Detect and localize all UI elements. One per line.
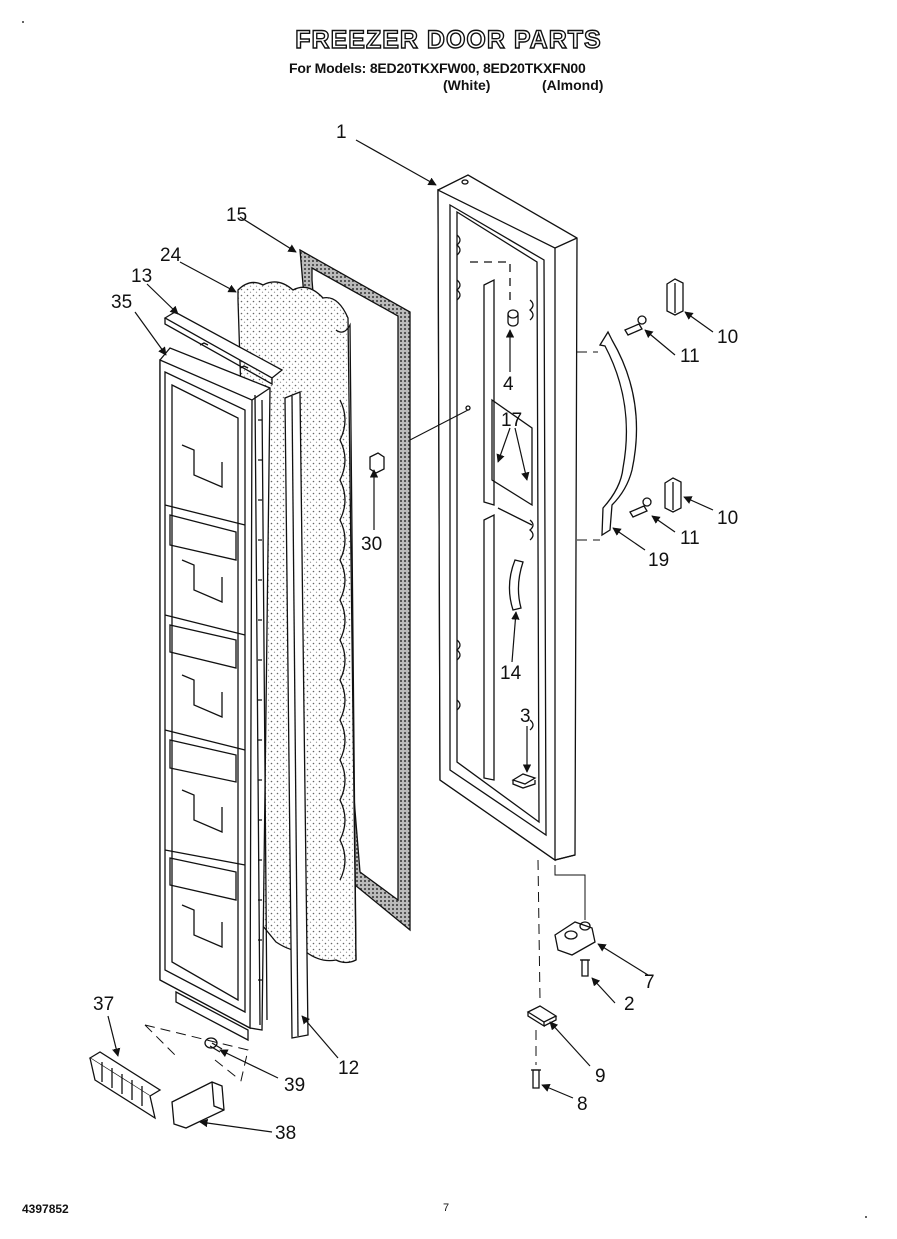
assembly-guides [144,351,600,1086]
callout-11-bottom: 11 [680,528,700,549]
variant-white-label: (White) [443,77,491,93]
bottom-grille [88,1051,162,1120]
screw-11-top [624,315,647,336]
callout-10-bottom: 10 [717,508,738,529]
callout-labels: 1 2 3 4 7 8 9 10 10 11 11 12 13 14 15 17… [93,122,738,1144]
callout-17: 17 [501,410,522,431]
callout-11-top: 11 [680,346,700,367]
callout-15: 15 [226,205,247,226]
callout-39: 39 [284,1075,305,1096]
screw-8 [531,1069,541,1089]
callout-4: 4 [503,374,514,395]
clip-30 [369,452,385,474]
leader-lines [107,139,714,1133]
bottom-cap [171,1081,225,1129]
callout-7: 7 [644,972,655,993]
outer-door-panel [437,174,578,862]
screw-2 [580,959,590,977]
callout-14: 14 [500,663,522,684]
callout-38: 38 [275,1123,296,1144]
callout-8: 8 [577,1094,588,1115]
variant-almond-label: (Almond) [542,77,604,93]
door-handle [598,330,638,537]
trim-cap-10-bottom [664,477,682,513]
breaker-strip [284,391,309,1039]
callout-35: 35 [111,292,132,313]
trim-cap-10-top [666,278,684,316]
callout-9: 9 [595,1066,606,1087]
scan-specks [22,21,867,1218]
callout-37: 37 [93,994,114,1015]
callout-3: 3 [520,706,531,727]
callout-30: 30 [361,534,382,555]
callout-1: 1 [336,122,347,143]
hinge-plate-9 [526,1005,558,1028]
callout-12: 12 [338,1058,359,1079]
screw-11-bottom [629,497,652,518]
callout-13: 13 [131,266,152,287]
model-numbers: For Models: 8ED20TKXFW00, 8ED20TKXFN00 [289,60,586,76]
page-number: 7 [443,1202,450,1214]
callout-2: 2 [624,994,635,1015]
document-number: 4397852 [22,1202,69,1216]
inner-door-liner [159,347,271,1042]
callout-24: 24 [160,245,182,266]
callout-10-top: 10 [717,327,738,348]
hinge-bracket [554,921,596,956]
callout-19: 19 [648,550,669,571]
page-title: FREEZER DOOR PARTS [295,25,602,54]
